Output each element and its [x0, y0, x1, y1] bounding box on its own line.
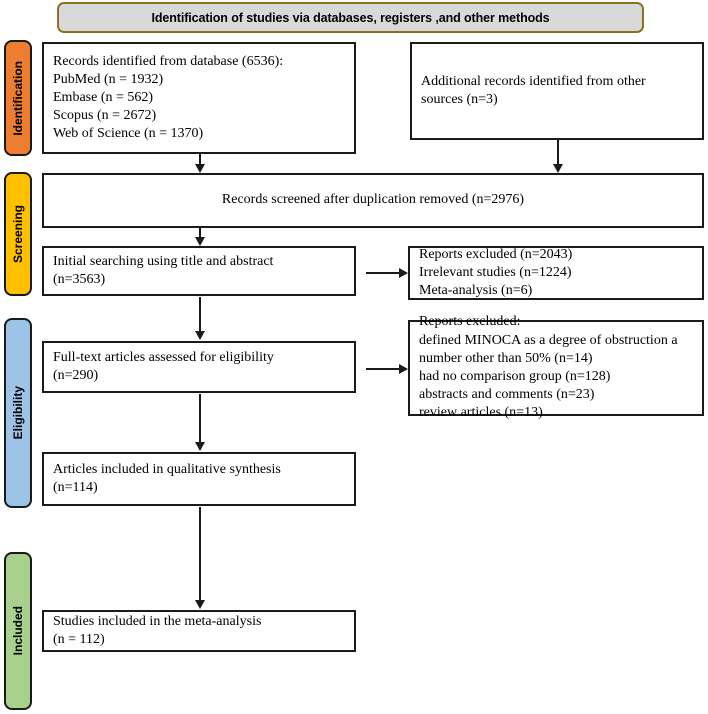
box-line: (n=290) [53, 368, 99, 383]
box-meta-analysis: Studies included in the meta-analysis (n… [42, 610, 356, 652]
box-line: sources (n=3) [421, 92, 498, 107]
box-line: Full-text articles assessed for eligibil… [53, 349, 274, 365]
box-line: Reports excluded (n=2043) [419, 246, 573, 262]
box-line: number other than 50% (n=14) [419, 350, 593, 366]
box-line: had no comparison group (n=128) [419, 369, 611, 384]
box-line: abstracts and comments (n=23) [419, 387, 595, 403]
box-records-screened: Records screened after duplication remov… [42, 173, 704, 228]
box-line: Articles included in qualitative synthes… [53, 461, 281, 477]
box-line: (n=3563) [53, 272, 106, 287]
stage-bar-identification: Identification [4, 40, 32, 156]
box-line: Web of Science (n = 1370) [53, 126, 204, 142]
box-qualitative-synthesis: Articles included in qualitative synthes… [42, 452, 356, 506]
box-fulltext-assessed: Full-text articles assessed for eligibil… [42, 341, 356, 393]
box-line: Records identified from database (6536): [53, 53, 284, 69]
box-initial-searching: Initial searching using title and abstra… [42, 246, 356, 296]
box-line: (n=114) [53, 480, 98, 495]
stage-label-screening: Screening [11, 204, 25, 264]
box-reports-excluded-screening: Reports excluded (n=2043) Irrelevant stu… [408, 246, 704, 300]
box-line: Additional records identified from other [421, 73, 646, 89]
box-line: Scopus (n = 2672) [53, 108, 157, 124]
page-title: Identification of studies via databases,… [151, 10, 550, 25]
box-line: Records screened after duplication remov… [221, 192, 525, 208]
box-line: Meta-analysis (n=6) [419, 283, 533, 299]
box-line: Initial searching using title and abstra… [53, 253, 274, 269]
box-line: Studies included in the meta-analysis [53, 613, 262, 629]
diagram-title-banner: Identification of studies via databases,… [57, 2, 644, 33]
box-line: Reports excluded: [419, 314, 521, 330]
stage-bar-included: Included [4, 552, 32, 710]
box-line: Embase (n = 562) [53, 89, 154, 105]
box-line: defined MINOCA as a degree of obstructio… [419, 332, 678, 348]
box-line: Irrelevant studies (n=1224) [419, 264, 572, 280]
stage-bar-eligibility: Eligibility [4, 318, 32, 508]
stage-label-identification: Identification [11, 60, 25, 136]
box-additional-records: Additional records identified from other… [410, 42, 704, 140]
box-reports-excluded-eligibility: Reports excluded: defined MINOCA as a de… [408, 314, 704, 420]
box-line: (n = 112) [53, 632, 105, 647]
stage-bar-screening: Screening [4, 172, 32, 296]
stage-label-eligibility: Eligibility [11, 386, 25, 440]
box-line: PubMed (n = 1932) [53, 71, 164, 87]
box-line: review articles (n=13) [419, 405, 543, 421]
stage-label-included: Included [11, 606, 25, 656]
box-records-identified: Records identified from database (6536):… [42, 42, 356, 154]
